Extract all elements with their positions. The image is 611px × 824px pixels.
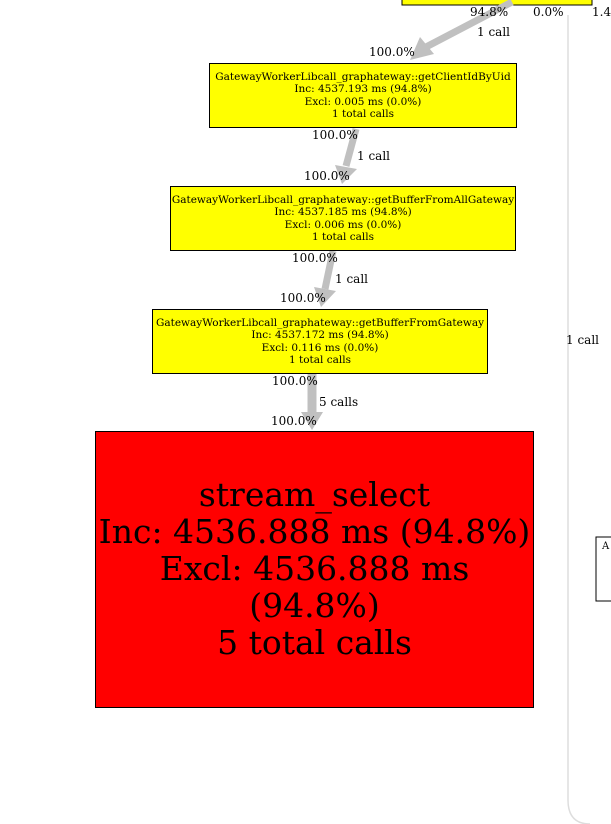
call-graph-node-hot[interactable]: stream_select Inc: 4536.888 ms (94.8%) E… — [95, 431, 534, 708]
node-inclusive-time: Inc: 4537.193 ms (94.8%) — [294, 83, 432, 96]
edge-calls-label: 1 call — [335, 272, 368, 286]
node-out-pct: 100.0% — [292, 251, 338, 265]
edge-1-arrowhead — [335, 165, 357, 184]
node-in-pct: 100.0% — [304, 169, 350, 183]
edge-calls-label: 1 call — [357, 149, 390, 163]
node-in-pct: 100.0% — [369, 45, 415, 59]
node-function-name: GatewayWorkerLibcall_graphateway::getCli… — [215, 71, 511, 84]
node-total-calls: 1 total calls — [312, 230, 374, 243]
top-edge-pct-cut: 1.4 — [592, 5, 611, 19]
call-graph-node[interactable]: GatewayWorkerLibcall_graphateway::getBuf… — [152, 309, 488, 374]
side-node-label: A — [602, 541, 610, 552]
node-inclusive-time: Inc: 4537.185 ms (94.8%) — [274, 206, 412, 219]
node-total-calls: 1 total calls — [332, 107, 394, 120]
call-graph-node[interactable]: GatewayWorkerLibcall_graphateway::getCli… — [209, 63, 517, 128]
edge-top-arrowhead — [410, 37, 434, 60]
call-graph-node[interactable]: GatewayWorkerLibcall_graphateway::getBuf… — [170, 186, 516, 251]
edge-calls-label: 5 calls — [319, 395, 359, 409]
edge-2-arrowhead — [314, 287, 336, 307]
node-inclusive-time: Inc: 4536.888 ms (94.8%) — [98, 512, 531, 552]
node-in-pct: 100.0% — [271, 414, 317, 428]
node-function-name: stream_select — [198, 475, 431, 515]
node-in-pct: 100.0% — [280, 291, 326, 305]
top-edge-pct-right: 0.0% — [533, 5, 564, 19]
edge-1-shaft — [342, 128, 360, 167]
node-total-calls: 5 total calls — [217, 622, 412, 662]
top-edge-calls: 1 call — [477, 25, 510, 39]
node-inclusive-time: Inc: 4537.172 ms (94.8%) — [251, 329, 389, 342]
node-function-name: GatewayWorkerLibcall_graphateway::getBuf… — [155, 317, 485, 330]
node-out-pct: 100.0% — [312, 128, 358, 142]
node-exclusive-time: Excl: 0.006 ms (0.0%) — [284, 218, 402, 231]
node-out-pct: 100.0% — [272, 374, 318, 388]
edge-3-arrowhead — [301, 412, 323, 430]
node-total-calls: 1 total calls — [289, 353, 351, 366]
node-exclusive-time: Excl: 4536.888 ms (94.8%) — [159, 549, 470, 625]
side-edge-curve — [567, 15, 591, 824]
node-exclusive-time: Excl: 0.116 ms (0.0%) — [261, 341, 379, 354]
top-node-partial — [401, 0, 593, 6]
node-exclusive-time: Excl: 0.005 ms (0.0%) — [304, 95, 422, 108]
edge-top-to-getClientIdByUid — [424, 0, 514, 51]
node-function-name: GatewayWorkerLibcall_graphateway::getBuf… — [171, 194, 515, 207]
edge-2-shaft — [321, 250, 337, 290]
side-edge-calls: 1 call — [566, 333, 599, 347]
side-node-partial — [595, 536, 611, 602]
top-edge-pct-left: 94.8% — [470, 5, 509, 19]
